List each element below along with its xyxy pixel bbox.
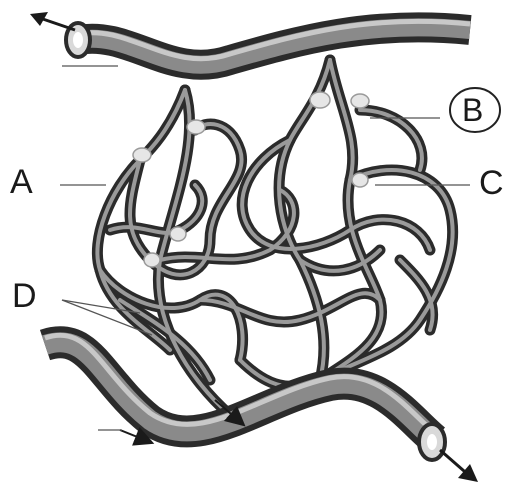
arteriole-vessel	[66, 21, 470, 64]
arrow-right-icon	[440, 450, 478, 482]
arrow-left-icon	[30, 12, 75, 30]
label-a: A	[10, 165, 33, 199]
label-d: D	[12, 279, 37, 313]
label-c: C	[479, 166, 504, 200]
label-b: B	[462, 93, 483, 127]
capillary-network	[97, 60, 452, 415]
